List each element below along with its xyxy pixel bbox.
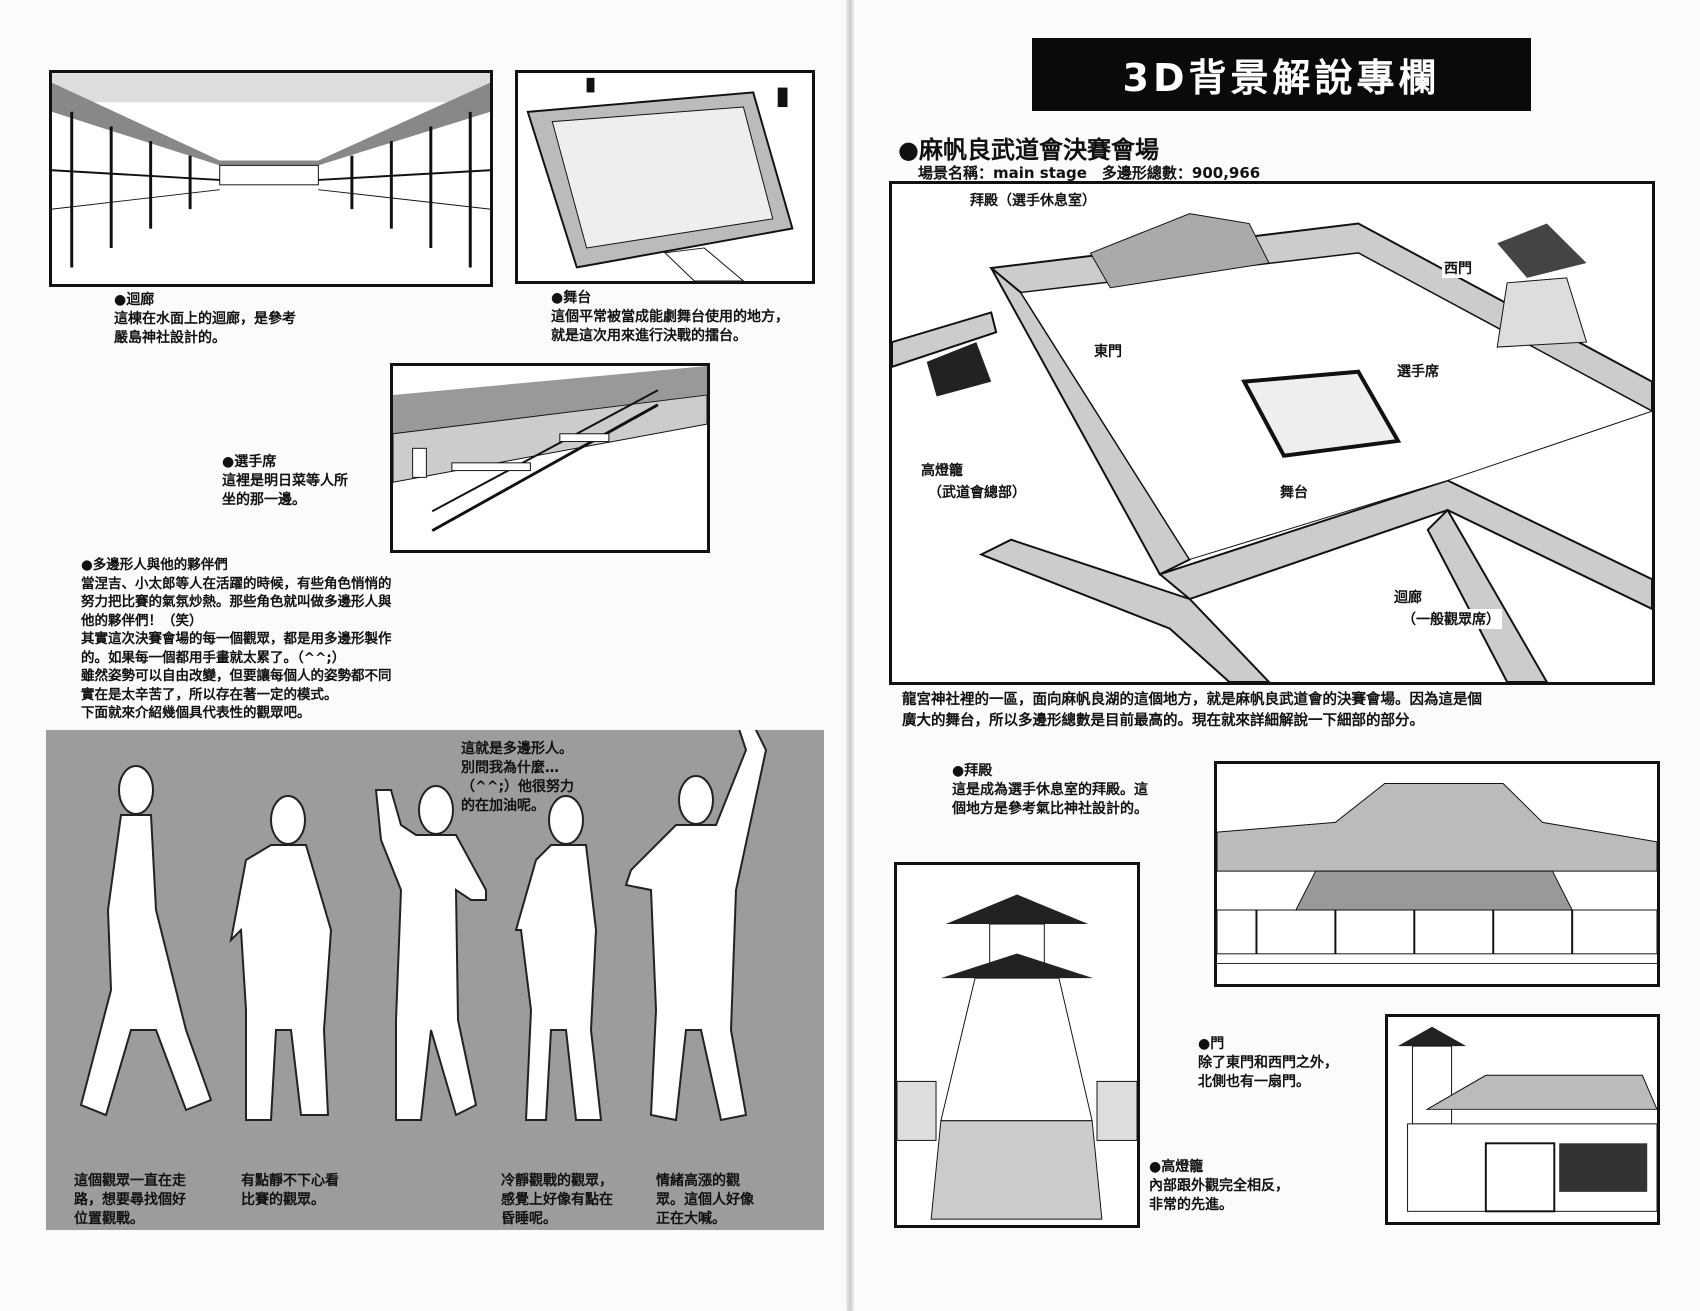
map-label-haiden: 拜殿（選手休息室） xyxy=(968,190,1098,210)
column-title: 3D背景解說專欄 xyxy=(1032,38,1531,111)
gate-note-line: 除了東門和西門之外， xyxy=(1198,1055,1338,1071)
polygon-people-line: 實在是太辛苦了，所以存在著一定的模式。 xyxy=(81,686,338,703)
gate-note-line: 北側也有一扇門。 xyxy=(1198,1074,1310,1090)
map-label-lantern-tower-sub: （武道會總部） xyxy=(926,482,1028,502)
corridor-illustration xyxy=(49,70,493,287)
map-label-corridor-sub: （一般觀眾席） xyxy=(1400,609,1502,629)
map-label-stage: 舞台 xyxy=(1278,482,1310,502)
caption-line: 路，想要尋找個好 xyxy=(74,1192,186,1208)
seats-illustration xyxy=(390,363,710,553)
polygon-people-line: 他的夥伴們！（笑） xyxy=(81,612,203,629)
polygon-figures xyxy=(79,730,768,1122)
stage-note-line: 就是這次用來進行決戰的擂台。 xyxy=(551,328,747,344)
seats-note: ●選手席 這裡是明日菜等人所 坐的那一邊。 xyxy=(222,453,348,510)
scene-info: 場景名稱：main stage 多邊形總數：900,966 xyxy=(918,164,1261,182)
lantern-note-title: ●高燈籠 xyxy=(1149,1159,1204,1175)
caption-line: 比賽的觀眾。 xyxy=(241,1192,325,1208)
polygon-people-note: ●多邊形人與他的夥伴們 當涅吉、小太郎等人在活躍的時候，有些角色悄悄的 努力把比… xyxy=(81,556,392,723)
figure-caption: 情緒高漲的觀 眾。這個人好像 正在大喊。 xyxy=(656,1172,754,1229)
caption-line: 正在大喊。 xyxy=(656,1211,726,1227)
seats-note-line: 這裡是明日菜等人所 xyxy=(222,473,348,489)
description-line: 龍宮神社裡的一區，面向麻帆良湖的這個地方，就是麻帆良武道會的決賽會場。因為這是個 xyxy=(902,692,1482,708)
corridor-note-line: 這棟在水面上的迴廊，是參考 xyxy=(114,311,296,327)
polygon-people-title: ●多邊形人與他的夥伴們 xyxy=(81,557,228,573)
polygon-people-line: 下面就來介紹幾個具代表性的觀眾吧。 xyxy=(81,705,311,721)
map-label-corridor: 迴廊 xyxy=(1392,587,1424,607)
gate-illustration xyxy=(1385,1014,1660,1225)
corridor-note-title: ●迴廊 xyxy=(114,292,155,308)
haiden-note: ●拜殿 這是成為選手休息室的拜殿。這 個地方是參考氣比神社設計的。 xyxy=(952,762,1148,819)
haiden-note-title: ●拜殿 xyxy=(952,763,993,779)
speech-text: 這就是多邊形人。 別問我為什麼… （^^;）他很努力 的在加油呢。 xyxy=(461,740,574,816)
book-gutter xyxy=(846,0,854,1311)
speech-line: 別問我為什麼… xyxy=(461,760,559,776)
stage-illustration xyxy=(515,70,815,284)
corridor-note: ●迴廊 這棟在水面上的迴廊，是參考 嚴島神社設計的。 xyxy=(114,291,296,348)
walking-figure xyxy=(79,765,213,1117)
caption-line: 感覺上好像有點在 xyxy=(501,1192,613,1208)
map-label-east-gate: 東門 xyxy=(1092,341,1124,361)
map-label-lantern-tower: 高燈籠 xyxy=(919,460,965,480)
stage-note: ●舞台 這個平常被當成能劇舞台使用的地方， 就是這次用來進行決戰的擂台。 xyxy=(551,289,789,346)
description-line: 廣大的舞台，所以多邊形總數是目前最高的。現在就來詳細解說一下細部的部分。 xyxy=(902,713,1424,729)
stage-note-title: ●舞台 xyxy=(551,290,592,306)
polygon-people-line: 雖然姿勢可以自由改變，但要讓每個人的姿勢都不同 xyxy=(81,668,392,684)
haiden-illustration xyxy=(1214,761,1660,987)
lantern-tower-illustration xyxy=(894,862,1140,1228)
polygon-people-line: 其實這次決賽會場的每一個觀眾，都是用多邊形製作 xyxy=(81,631,392,647)
gate-note-title: ●門 xyxy=(1198,1036,1225,1052)
polygon-people-line: 的。如果每一個都用手畫就太累了。（^^;） xyxy=(81,649,346,666)
figure-caption: 有點靜不下心看 比賽的觀眾。 xyxy=(241,1172,339,1210)
gate-note: ●門 除了東門和西門之外， 北側也有一扇門。 xyxy=(1198,1035,1338,1092)
map-label-player-seats: 選手席 xyxy=(1395,361,1441,381)
venue-map-illustration: 拜殿（選手休息室） 西門 東門 選手席 高燈籠 （武道會總部） 舞台 迴廊 （一… xyxy=(889,181,1655,685)
speech-line: 的在加油呢。 xyxy=(461,798,545,814)
figure-caption: 冷靜觀戰的觀眾， 感覺上好像有點在 昏睡呢。 xyxy=(501,1172,613,1229)
caption-line: 冷靜觀戰的觀眾， xyxy=(501,1173,613,1189)
haiden-note-line: 個地方是參考氣比神社設計的。 xyxy=(952,801,1148,817)
caption-line: 眾。這個人好像 xyxy=(656,1192,754,1208)
lantern-note-line: 內部跟外觀完全相反， xyxy=(1149,1178,1289,1194)
seats-note-line: 坐的那一邊。 xyxy=(222,492,306,508)
seats-note-title: ●選手席 xyxy=(222,454,277,470)
shouting-figure xyxy=(624,730,768,1122)
caption-line: 位置觀戰。 xyxy=(74,1211,144,1227)
lantern-note-line: 非常的先進。 xyxy=(1149,1197,1233,1213)
figure-caption: 這個觀眾一直在走 路，想要尋找個好 位置觀戰。 xyxy=(74,1172,186,1229)
speech-line: 這就是多邊形人。 xyxy=(461,741,573,757)
speech-line: （^^;）他很努力 xyxy=(461,779,575,795)
cheering-figure xyxy=(374,785,487,1121)
caption-line: 昏睡呢。 xyxy=(501,1211,557,1227)
corridor-note-line: 嚴島神社設計的。 xyxy=(114,330,226,346)
map-label-west-gate: 西門 xyxy=(1442,258,1474,278)
caption-line: 這個觀眾一直在走 xyxy=(74,1173,186,1189)
venue-description: 龍宮神社裡的一區，面向麻帆良湖的這個地方，就是麻帆良武道會的決賽會場。因為這是個… xyxy=(902,690,1482,732)
polygon-people-line: 努力把比賽的氣氛炒熱。那些角色就叫做多邊形人與 xyxy=(81,594,392,610)
haiden-note-line: 這是成為選手休息室的拜殿。這 xyxy=(952,782,1148,798)
venue-heading: ●麻帆良武道會決賽會場 xyxy=(898,136,1159,164)
fidgeting-figure xyxy=(229,795,333,1121)
lantern-note: ●高燈籠 內部跟外觀完全相反， 非常的先進。 xyxy=(1149,1158,1289,1215)
caption-line: 有點靜不下心看 xyxy=(241,1173,339,1189)
calm-figure xyxy=(514,795,603,1121)
caption-line: 情緒高漲的觀 xyxy=(656,1173,740,1189)
polygon-people-line: 當涅吉、小太郎等人在活躍的時候，有些角色悄悄的 xyxy=(81,575,392,592)
polygon-people-panel: 這就是多邊形人。 別問我為什麼… （^^;）他很努力 的在加油呢。 這個觀眾一直… xyxy=(46,730,824,1230)
stage-note-line: 這個平常被當成能劇舞台使用的地方， xyxy=(551,309,789,325)
